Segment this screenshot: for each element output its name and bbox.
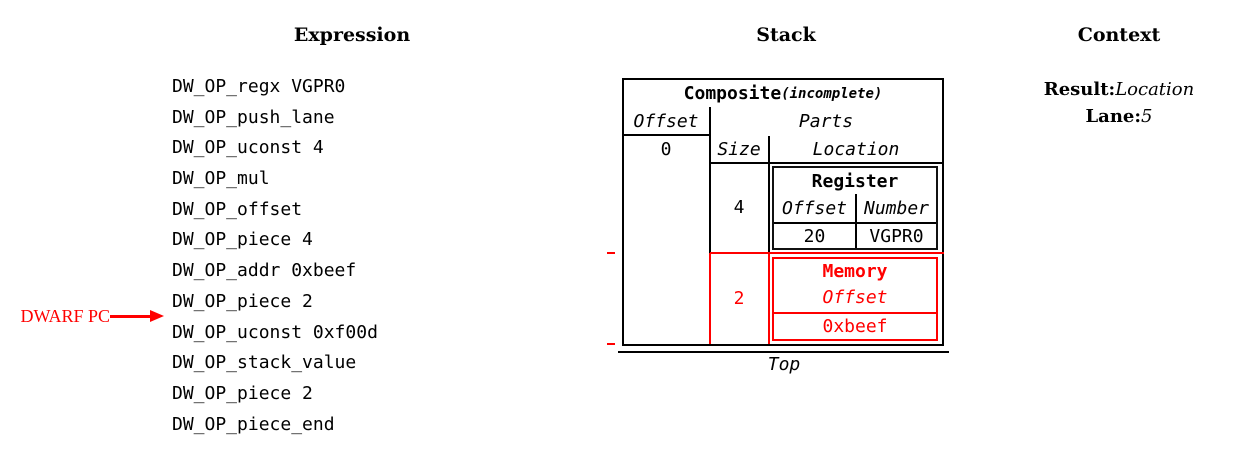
memory-offset-value: 0xbeef (822, 316, 888, 337)
part-separator-highlight (710, 252, 944, 254)
parts-column-header: Parts (798, 110, 854, 132)
part2-size-value: 2 (733, 287, 745, 309)
expression-op: DW_OP_addr 0xbeef (172, 260, 357, 282)
composite-header: Composite(incomplete) (624, 80, 942, 107)
size-location-divider-highlight (768, 253, 770, 344)
expression-op: DW_OP_push_lane (172, 106, 335, 128)
register-offset-value: 20 (803, 225, 826, 247)
memory-title: Memory (822, 260, 888, 282)
register-offset-header: Offset (781, 197, 848, 219)
memory-header-underline (774, 312, 936, 314)
result-value: Location (1115, 78, 1195, 100)
lane-value: 5 (1141, 105, 1153, 127)
memory-offset-header: Offset (822, 286, 888, 308)
size-location-underline (710, 162, 944, 164)
offset-column-header: Offset (633, 110, 699, 132)
part1-size-value: 4 (733, 196, 745, 218)
highlight-tick-bottom (607, 343, 615, 345)
context-column-title: Context (1077, 24, 1161, 46)
size-location-divider (768, 136, 770, 253)
expression-op: DW_OP_piece_end (172, 413, 335, 435)
dwarf-pc-label: DWARF PC (20, 306, 110, 326)
dwarf-pc-arrow-icon (150, 310, 164, 322)
size-column-header: Size (717, 138, 761, 160)
offset-parts-divider-highlight (709, 253, 711, 344)
context-lane-line: Lane:5 (1019, 105, 1219, 127)
expression-op: DW_OP_piece 2 (172, 290, 313, 312)
stack-column-title: Stack (756, 24, 816, 46)
expression-op: DW_OP_uconst 0xf00d (172, 321, 378, 343)
expression-op: DW_OP_piece 4 (172, 229, 313, 251)
register-header-underline (774, 222, 936, 224)
location-column-header: Location (812, 138, 900, 160)
offset-header-underline (622, 134, 710, 136)
register-number-value: VGPR0 (869, 225, 924, 247)
highlight-tick-top (607, 252, 615, 254)
composite-incomplete-note: (incomplete) (781, 85, 883, 102)
expression-column-title: Expression (293, 24, 411, 46)
expression-op: DW_OP_piece 2 (172, 383, 313, 405)
register-number-header: Number (863, 197, 930, 219)
result-label: Result: (1043, 78, 1116, 100)
expression-op: DW_OP_uconst 4 (172, 137, 324, 159)
offset-value: 0 (660, 138, 672, 160)
stack-table (622, 78, 944, 346)
offset-parts-divider (709, 107, 711, 253)
context-result-line: Result:Location (1019, 78, 1219, 100)
expression-op: DW_OP_mul (172, 168, 270, 190)
register-title: Register (811, 170, 899, 192)
stack-top-label: Top (767, 353, 801, 375)
memory-location-table: Memory Offset 0xbeef (772, 257, 938, 341)
composite-title: Composite (683, 83, 782, 104)
register-location-table: Register Offset Number 20 VGPR0 (772, 166, 938, 250)
register-inner-divider (855, 194, 857, 248)
lane-label: Lane: (1085, 105, 1142, 127)
stack-top-line (618, 351, 949, 353)
expression-op: DW_OP_regx VGPR0 (172, 75, 346, 97)
expression-list: DW_OP_regx VGPR0 DW_OP_push_lane DW_OP_u… (172, 71, 378, 440)
expression-op: DW_OP_offset (172, 198, 303, 220)
expression-op: DW_OP_stack_value (172, 352, 357, 374)
dwarf-pc-arrow-shaft (110, 315, 152, 318)
